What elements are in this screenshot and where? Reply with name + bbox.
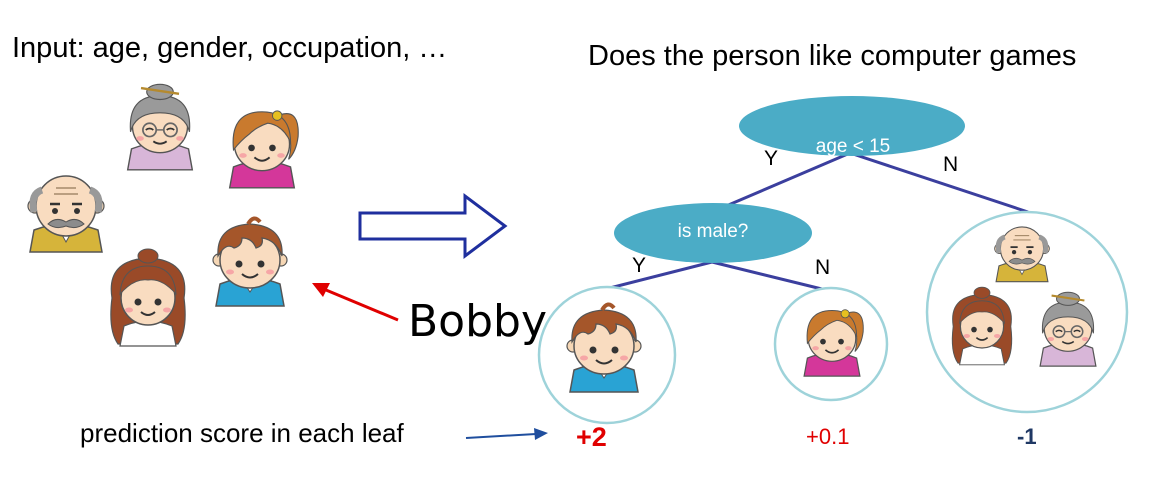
person-grandpa — [28, 176, 104, 252]
node-age-label: age < 15 — [815, 136, 891, 157]
leaf3-grandpa — [995, 227, 1050, 282]
prediction-label: prediction score in each leaf — [80, 418, 404, 448]
person-bobby — [211, 216, 289, 308]
leaf-score-1: +2 — [576, 422, 607, 452]
person-grandma — [126, 83, 194, 171]
edge-label-no-child: N — [815, 256, 831, 279]
leaf-score-3: -1 — [1017, 424, 1037, 449]
transform-arrow — [358, 193, 508, 259]
bobby-pointer-arrow — [312, 283, 399, 322]
input-features-text: Input: age, gender, occupation, … — [12, 32, 448, 64]
node-is-male-label: is male? — [677, 221, 749, 242]
node-age — [739, 96, 965, 156]
bobby-label: Bobby — [408, 296, 548, 347]
edge-label-yes-child: Y — [632, 254, 647, 277]
prediction-pointer-arrow — [465, 428, 548, 440]
leaf-score-2: +0.1 — [806, 424, 850, 449]
tree-edges — [597, 151, 1029, 293]
edge-label-yes-root: Y — [764, 147, 779, 170]
edge-label-no-root: N — [943, 153, 959, 176]
person-girl — [228, 109, 300, 189]
person-mother — [109, 248, 187, 347]
question-text: Does the person like computer games — [588, 40, 1077, 72]
node-is-male — [614, 203, 812, 263]
leaf2-girl — [803, 308, 865, 377]
